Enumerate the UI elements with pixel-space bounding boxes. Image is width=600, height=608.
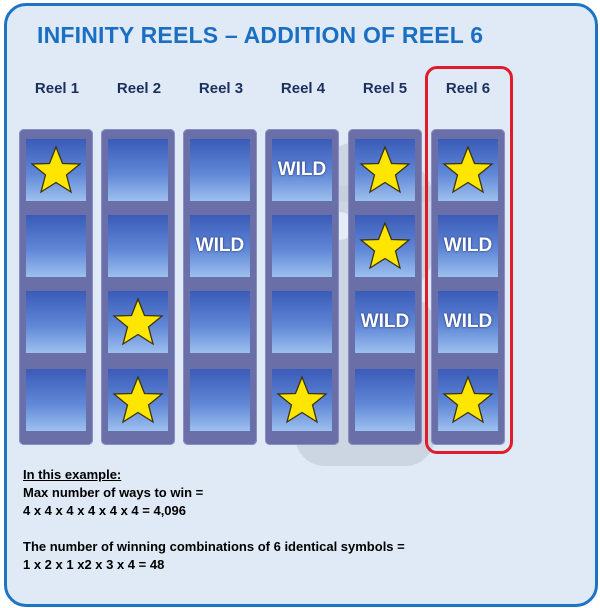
wild-text: WILD [443,235,493,256]
ways-to-win-label: Max number of ways to win = [23,485,204,500]
reel-label-3: Reel 3 [198,80,244,97]
combinations-formula: 1 x 2 x 1 x2 x 3 x 4 = 48 [23,557,165,572]
reel-column-5: WILD [348,129,422,445]
combinations-label: The number of winning combinations of 6 … [23,539,405,554]
blank-cell [272,291,332,353]
example-text: In this example: Max number of ways to w… [23,466,405,574]
reel-column-6: WILD WILD [431,129,505,445]
star-symbol-icon [272,369,332,431]
blank-cell [190,139,250,201]
wild-symbol: WILD [438,215,498,277]
wild-symbol: WILD [438,291,498,353]
diagram-title: INFINITY REELS – ADDITION OF REEL 6 [37,22,484,48]
wild-symbol: WILD [355,291,415,353]
star-icon [359,145,411,194]
star-icon [112,375,164,424]
blank-cell [355,369,415,431]
example-heading: In this example: [23,467,122,482]
blank-cell [272,215,332,277]
reel-label-2: Reel 2 [116,80,162,97]
wild-text: WILD [360,311,410,332]
star-icon [30,145,82,194]
reel-column-3: WILD [183,129,257,445]
star-symbol-icon [355,139,415,201]
reel-label-6: Reel 6 [445,80,491,97]
reel-label-1: Reel 1 [34,80,80,97]
reel-6-highlight-box [425,66,513,454]
blank-cell [26,369,86,431]
blank-cell [26,291,86,353]
wild-text: WILD [277,159,327,180]
reel-column-4: WILD [265,129,339,445]
star-icon [442,145,494,194]
wild-text: WILD [195,235,245,256]
reel-column-1 [19,129,93,445]
star-symbol-icon [108,369,168,431]
reel-label-5: Reel 5 [362,80,408,97]
star-icon [359,221,411,270]
star-symbol-icon [355,215,415,277]
star-icon [276,375,328,424]
ways-to-win-formula: 4 x 4 x 4 x 4 x 4 x 4 = 4,096 [23,503,186,518]
blank-cell [26,215,86,277]
star-symbol-icon [438,139,498,201]
blank-cell [108,215,168,277]
reel-column-2 [101,129,175,445]
star-symbol-icon [438,369,498,431]
blank-cell [190,369,250,431]
wild-symbol: WILD [190,215,250,277]
star-symbol-icon [108,291,168,353]
blank-cell [190,291,250,353]
wild-symbol: WILD [272,139,332,201]
wild-text: WILD [443,311,493,332]
star-icon [442,375,494,424]
reel-label-4: Reel 4 [280,80,326,97]
star-symbol-icon [26,139,86,201]
star-icon [112,297,164,346]
diagram-panel: INFINITY REELS – ADDITION OF REEL 6 WILD… [4,3,598,607]
blank-cell [108,139,168,201]
